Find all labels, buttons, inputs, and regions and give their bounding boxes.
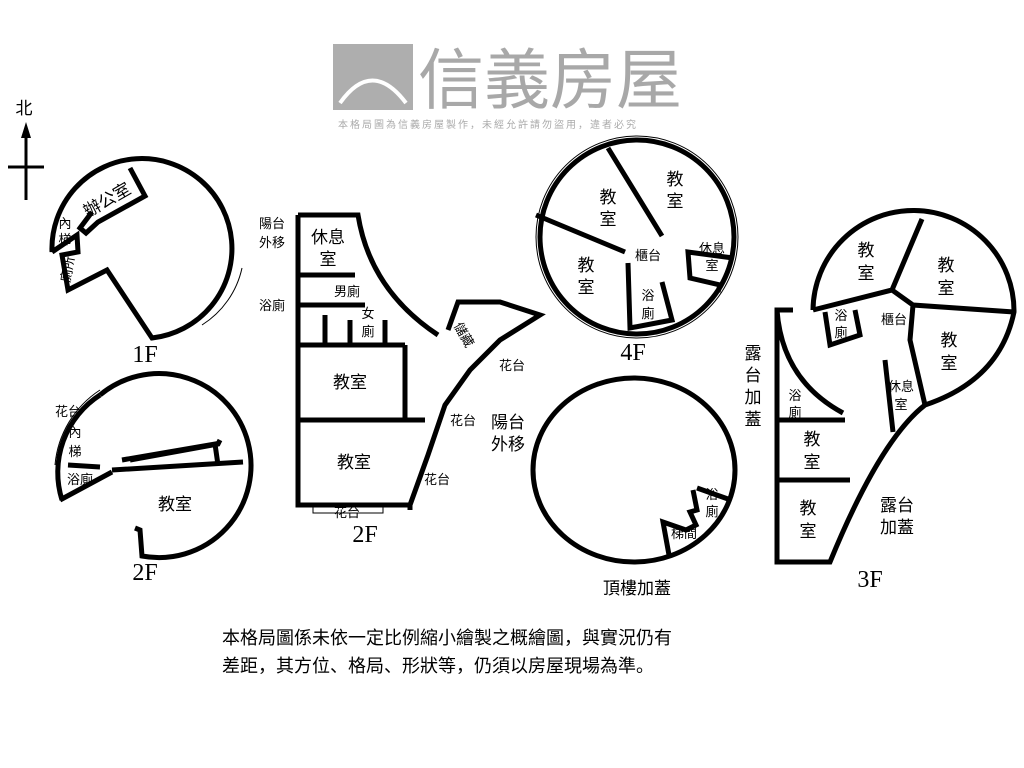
room-restroom: 浴廁 — [259, 298, 285, 314]
room-restroom-2: 廁 — [641, 306, 654, 322]
room-restroom-top: 浴 — [834, 309, 847, 324]
room-counter: 櫃台 — [881, 313, 907, 328]
room-planter-3: 花台 — [424, 472, 450, 488]
floor-plan-rooftop: 浴 廁 梯間 頂樓加蓋 — [530, 375, 738, 599]
room-classroom-1: 教 — [667, 170, 684, 190]
room-planter: 花台 — [55, 404, 81, 420]
label-balcony-moved-2: 外移 — [259, 236, 285, 251]
floor-label-2f: 2F — [132, 560, 157, 586]
watermark: 信義房屋 本格局圖為信義房屋製作，未經允許請勿盜用，違者必究 — [333, 42, 682, 131]
room-restroom: 浴 — [705, 488, 718, 503]
label-terrace-left-3: 加 — [745, 388, 762, 408]
label-terrace-left: 露 — [745, 344, 762, 364]
room-classroom-3: 教 — [941, 331, 958, 351]
floor-label-rooftop: 頂樓加蓋 — [603, 579, 671, 599]
room-lounge-2: 室 — [705, 258, 718, 274]
floor-label-1f: 1F — [132, 342, 157, 368]
room-classroom-2: 教室 — [337, 453, 371, 473]
room-womens-restroom-2: 廁 — [361, 324, 374, 340]
room-womens-restroom: 女 — [361, 306, 374, 322]
floor-plan-1f: 辦公室 內 梯 廁所 1F — [49, 156, 243, 368]
room-classroom-3b: 室 — [941, 354, 958, 374]
room-stair-2: 梯 — [58, 233, 71, 248]
label-balcony-moved-right-2: 外移 — [491, 435, 525, 455]
room-restroom: 浴 — [641, 289, 654, 304]
room-mens-restroom: 男廁 — [334, 284, 360, 300]
room-classroom-2: 教 — [600, 188, 617, 208]
north-label: 北 — [16, 99, 33, 119]
floor-label-2f-main: 2F — [352, 522, 377, 548]
room-lounge: 休息 — [311, 228, 345, 248]
north-compass: 北 — [8, 99, 44, 200]
room-classroom-5b: 室 — [800, 522, 817, 542]
room-stair: 內 — [58, 217, 71, 232]
disclaimer-line-2: 差距，其方位、格局、形狀等，仍須以房屋現場為準。 — [222, 656, 654, 677]
floor-plan-4f: 教 室 教 室 教 室 櫃台 休息 室 浴 廁 4F — [535, 135, 739, 366]
room-lounge-2: 室 — [320, 250, 337, 270]
floor-plan-2f-main: 陽台 外移 休息 室 浴廁 男廁 女 廁 教室 教室 儲藏 花台 花台 花台 花… — [259, 212, 546, 548]
room-restroom-left: 浴 — [788, 389, 801, 404]
room-classroom-1b: 室 — [667, 192, 684, 212]
room-planter-1: 花台 — [499, 358, 525, 374]
room-classroom-4: 教 — [804, 430, 821, 450]
room-restroom-2: 廁 — [705, 504, 718, 520]
label-balcony-moved-right: 陽台 — [491, 413, 525, 433]
label-terrace-left-4: 蓋 — [745, 410, 762, 430]
room-stair-2: 梯 — [68, 445, 81, 460]
label-terrace-right: 露台 — [880, 496, 914, 516]
floor-label-3f: 3F — [857, 567, 882, 593]
room-lounge: 休息 — [888, 379, 914, 395]
room-stairwell: 梯間 — [671, 527, 697, 542]
floor-plan-3f: 教 室 教 室 教 室 櫃台 浴 廁 休息 室 露 台 加 蓋 浴 廁 教 室 … — [745, 208, 1017, 593]
watermark-brand: 信義房屋 — [418, 42, 682, 119]
room-classroom-2b: 室 — [938, 279, 955, 299]
room-planter-2: 花台 — [450, 413, 476, 429]
watermark-logo — [333, 44, 413, 110]
room-classroom-2b: 室 — [600, 210, 617, 230]
watermark-notice: 本格局圖為信義房屋製作，未經允許請勿盜用，違者必究 — [338, 118, 638, 131]
room-restroom: 廁所 — [58, 255, 78, 283]
room-restroom: 浴廁 — [67, 472, 93, 488]
room-classroom-3b: 室 — [578, 278, 595, 298]
label-terrace-right-2: 加蓋 — [880, 518, 914, 538]
room-restroom-left-2: 廁 — [788, 405, 801, 421]
room-stair: 內 — [68, 426, 81, 441]
label-balcony-moved: 陽台 — [259, 217, 285, 232]
room-restroom-top-2: 廁 — [834, 325, 847, 341]
room-classroom-3: 教 — [578, 256, 595, 276]
floor-label-4f: 4F — [620, 340, 645, 366]
room-classroom-1: 教 — [858, 241, 875, 261]
room-classroom-5: 教 — [800, 499, 817, 519]
room-storage: 儲藏 — [450, 320, 476, 350]
north-arrow-icon — [21, 122, 31, 138]
room-classroom-1b: 室 — [858, 264, 875, 284]
room-classroom: 教室 — [158, 495, 192, 515]
room-lounge-2: 室 — [894, 397, 907, 413]
room-planter-bottom: 花台 — [334, 505, 360, 521]
label-terrace-left-2: 台 — [745, 366, 762, 386]
room-lounge: 休息 — [699, 241, 725, 257]
disclaimer-line-1: 本格局圖係未依一定比例縮小繪製之概繪圖，與實況仍有 — [222, 628, 672, 649]
room-classroom-1: 教室 — [333, 373, 367, 393]
floor-plan-2f-left: 花台 內 梯 浴廁 教室 2F — [54, 371, 254, 586]
room-classroom-2: 教 — [938, 256, 955, 276]
room-counter: 櫃台 — [635, 249, 661, 264]
room-classroom-4b: 室 — [804, 453, 821, 473]
